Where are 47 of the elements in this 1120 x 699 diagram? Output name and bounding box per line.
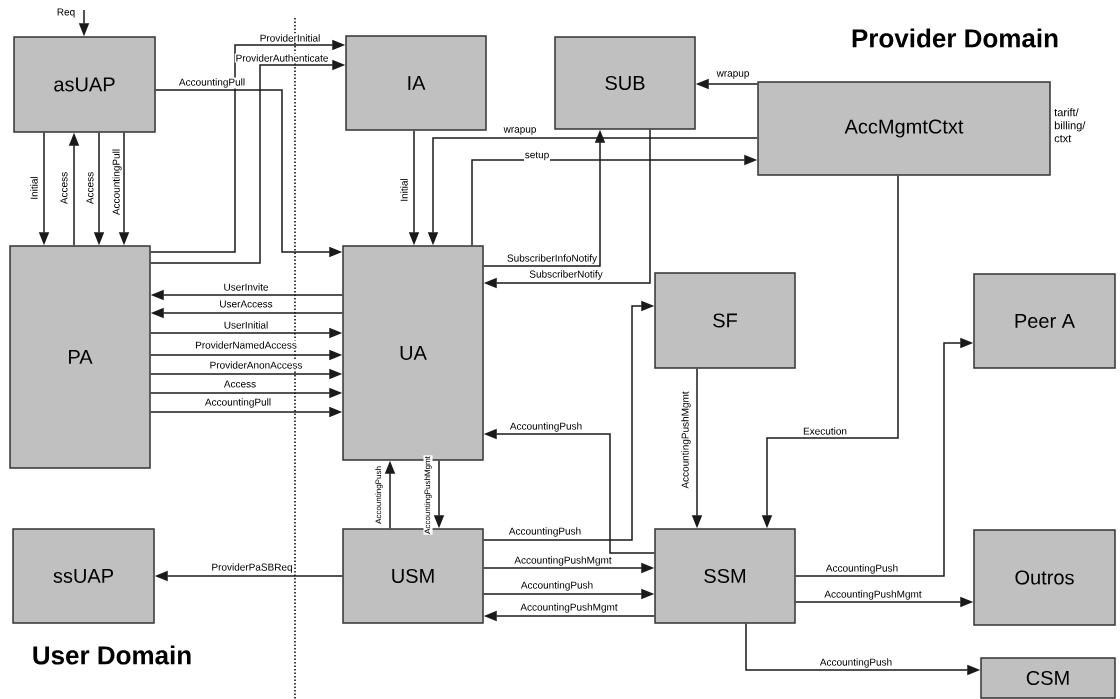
component-box: IA: [345, 35, 487, 131]
edge-label: Access: [85, 171, 95, 205]
edge-label: Access: [223, 379, 257, 389]
edge-label: Req: [56, 7, 76, 19]
component-box: CSM: [980, 657, 1116, 699]
edge-label: AccountingPushMgmt: [513, 555, 613, 567]
edge-label: Initial: [399, 177, 409, 203]
component-box: Outros: [973, 529, 1116, 626]
component-box: PA: [9, 245, 151, 469]
component-box: SUB: [554, 36, 696, 130]
edge-label: Initial: [29, 175, 39, 201]
component-box: AccMgmtCtxt: [757, 81, 1051, 176]
edge-label: ProviderAnonAccess: [208, 360, 304, 370]
edge-label: SubscriberInfoNotify: [506, 253, 598, 265]
edge-label: ProviderAuthenticate: [234, 53, 330, 63]
component-box: asUAP: [13, 36, 156, 133]
domain-heading: Provider Domain: [852, 28, 1058, 48]
edge-label: ProviderNamedAccess: [194, 340, 298, 350]
edge-label: AccountingPush: [520, 580, 594, 592]
edge-label: AccountingPushMgmt: [823, 589, 923, 601]
edge-label: AccountingPush: [825, 563, 899, 575]
component-box: SSM: [654, 528, 796, 624]
edge-label: Execution: [802, 426, 848, 436]
edge-label: Access: [59, 171, 69, 205]
edge-label: AccountingPush: [508, 526, 582, 538]
edge-label: AccountingPushMgmt: [519, 602, 619, 614]
edge-label: ProviderInitial: [258, 33, 322, 43]
component-box: ssUAP: [12, 528, 155, 624]
edge-label: AccountingPushMgmt: [680, 390, 692, 490]
edge-label: UserInvite: [222, 282, 270, 292]
component-box: Peer A: [973, 273, 1116, 369]
edge-label: ProviderPaSBReq: [210, 562, 294, 574]
edge-label: AccountingPush: [819, 657, 893, 669]
edge-label: AccountingPull: [178, 77, 246, 89]
edge-label: AccountingPushMgmt: [423, 455, 433, 535]
edge-label: UserInitial: [223, 320, 270, 330]
edge-label: SubscriberNotify: [528, 269, 604, 281]
edge-label: wrapup: [502, 126, 538, 136]
edge-label: setup: [524, 150, 551, 162]
side-note: tarift/ billing/ ctxt: [1054, 108, 1086, 143]
edge-label: AccountingPull: [111, 148, 123, 216]
edge-label: wrapup: [715, 70, 751, 80]
edge-label: AccountingPush: [374, 465, 384, 525]
edge-label: UserAccess: [218, 299, 274, 309]
component-box: SF: [654, 272, 796, 369]
edge-label: AccountingPush: [509, 421, 583, 433]
edge-label: AccountingPull: [204, 397, 272, 409]
